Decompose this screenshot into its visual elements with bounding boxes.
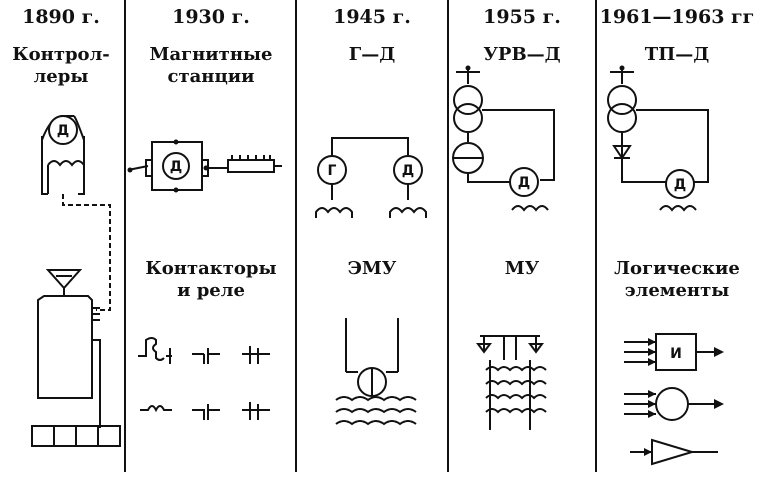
logic-and-gate: И — [624, 333, 724, 371]
year-1961-1963: 1961—1963 гг — [599, 6, 755, 28]
generator-motor-circuit — [315, 137, 427, 218]
starting-resistor — [227, 155, 282, 173]
column-dividers — [124, 0, 597, 472]
year-1930: 1930 г. — [172, 6, 250, 28]
title-tp-d: ТП—Д — [644, 44, 710, 65]
magnetic-amplifier-symbol — [476, 335, 547, 430]
logic-or-element — [624, 387, 724, 421]
title-magnetic-stations: Магнитные станции — [149, 44, 273, 87]
label-contactors-relays: Контакторы и реле — [145, 258, 277, 301]
logic-amplifier-triangle — [630, 438, 718, 466]
year-1945: 1945 г. — [333, 6, 411, 28]
label-mu: МУ — [504, 258, 540, 279]
svg-text:Д: Д — [518, 175, 530, 191]
controller-link-dashed — [62, 194, 111, 311]
generator-circle: Г — [317, 155, 347, 185]
tp-d-circuit — [607, 65, 709, 212]
magnetic-station-circuit — [127, 139, 228, 193]
emu-symbol — [335, 318, 417, 426]
svg-text:Д: Д — [674, 177, 686, 193]
resistor-grid — [31, 425, 121, 447]
svg-text:Д: Д — [402, 163, 414, 179]
generator-symbol: Г — [328, 163, 337, 179]
year-1955: 1955 г. — [483, 6, 561, 28]
motor-circle-station: Д — [162, 152, 190, 180]
title-controllers: Контрол- леры — [12, 44, 110, 87]
label-logic-elements: Логические элементы — [614, 258, 740, 301]
and-gate-symbol: И — [670, 346, 682, 362]
motor-circle-tp: Д — [665, 169, 695, 199]
label-emu: ЭМУ — [347, 258, 397, 279]
motor-circle-urv: Д — [509, 167, 539, 197]
contactor-relay-symbols — [138, 337, 270, 420]
motor-circle-gd: Д — [393, 155, 423, 185]
motor-circle: Д — [48, 115, 78, 145]
title-g-d: Г—Д — [348, 44, 396, 65]
urv-d-circuit — [452, 65, 555, 212]
motor-symbol: Д — [57, 123, 69, 139]
year-1890: 1890 г. — [22, 6, 100, 28]
svg-text:Д: Д — [170, 159, 182, 175]
title-urv-d: УРВ—Д — [483, 44, 561, 65]
drum-controller — [37, 269, 101, 428]
